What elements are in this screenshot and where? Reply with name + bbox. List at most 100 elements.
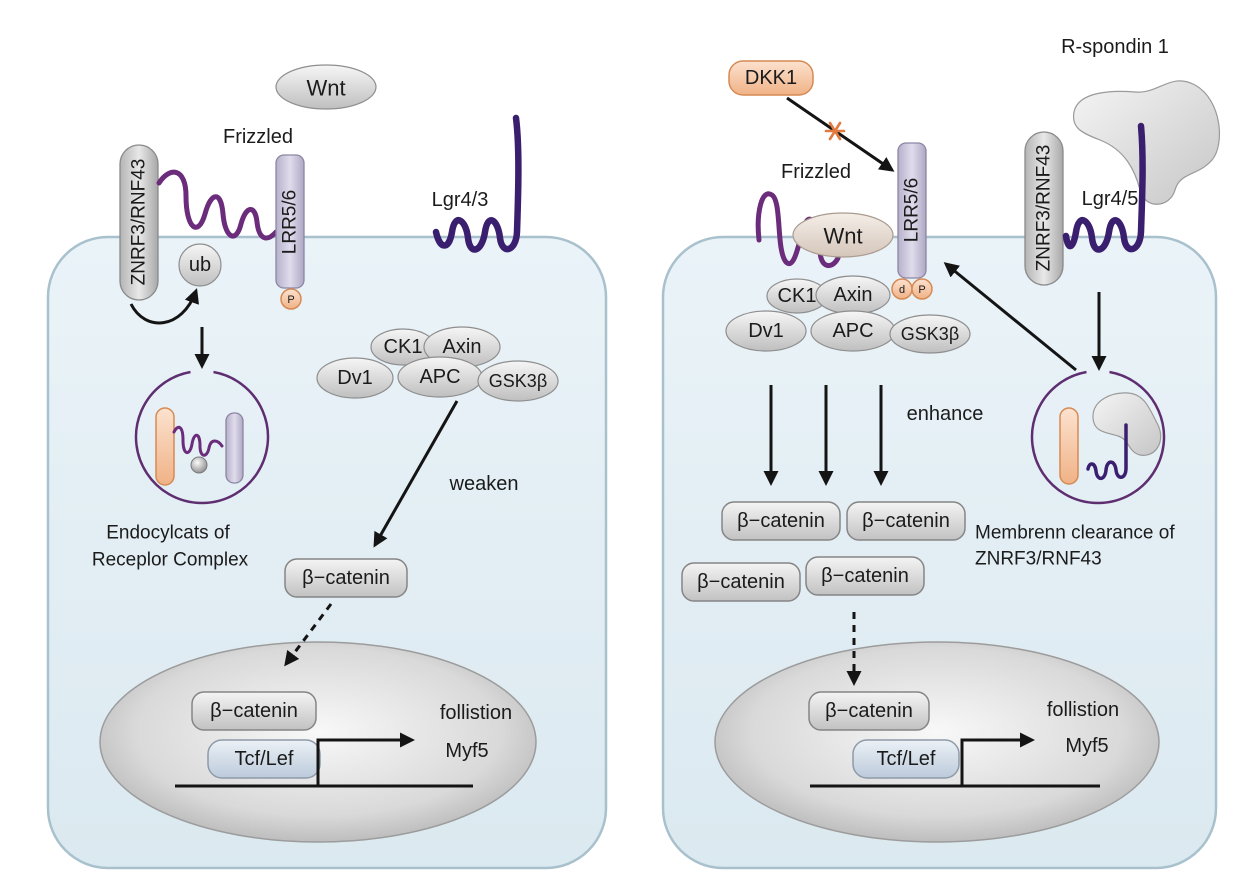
beta-catenin-pill-1 [721,501,841,541]
clearance-to-lrr-arrow [943,262,1077,372]
endocytic-vesicle-left [134,370,270,505]
axin-label: Axin [443,336,482,358]
wnt-oval [275,64,377,110]
znrf3-label: ZNRF3/RNF43 [1034,145,1055,272]
lrr-pill [897,142,927,279]
lrr5-6-coreceptor-right: LRR5/6 [897,142,927,279]
clearance-vesicle-right [1030,370,1166,505]
wnt-ligand-right: Wnt [792,212,894,258]
lrr-pill [275,154,305,289]
target-gene-1: follistion [440,702,512,724]
apc-label: APC [832,320,873,342]
vesicle-ub-ball [190,456,208,474]
tcf-lef-pill [207,739,321,779]
target-gene-2: Myf5 [1065,735,1108,757]
axin-label: Axin [834,284,873,306]
beta-catenin-label-3: β−catenin [697,571,785,593]
tcf-lef-label: Tcf/Lef [877,748,936,770]
phospho-badge-left: P [280,288,302,310]
nuclear-beta-catenin-label: β−catenin [210,700,298,722]
lgr-receptor-left [432,114,522,253]
tcf-lef-label: Tcf/Lef [235,748,294,770]
nuclear-beta-catenin-pill [808,691,930,731]
right-panel: R-spondin 1 DKK1 Frizzled LRR5/6 Wnt d [661,36,1221,870]
complex-to-catenin-arrow [373,400,459,548]
beta-catenin-cytoplasm-right: β−catenin β−catenin β−catenin β−catenin [681,501,966,602]
ck1-label: CK1 [384,336,423,358]
clearance-caption-line2: ZNRF3/RNF43 [975,549,1102,570]
dkk1-inhibitor: DKK1 [728,60,814,96]
frizzled-receptor-left [156,169,279,241]
lgr-receptor-right [1062,122,1146,253]
znrf3-pill [119,144,159,301]
vesicle-frizzled [172,425,224,457]
ub-circle [178,243,222,287]
lgr-label-left: Lgr4/3 [432,189,489,211]
gsk3b-label: GSK3β [489,371,547,391]
vesicle-membrane [134,370,270,505]
dkk1-label: DKK1 [745,67,797,89]
dkk1-inhibition-arrow [786,96,895,172]
vesicle-orange-receptor [155,407,175,486]
znrf3-label: ZNRF3/RNF43 [129,159,150,286]
dkk1-pill [728,60,814,96]
phospho-badges-right: d P [891,278,933,300]
gsk3b-label: GSK3β [901,324,959,344]
beta-catenin-label: β−catenin [302,567,390,589]
wnt-ligand-left: Wnt [275,64,377,110]
gsk3b-oval [477,360,559,402]
endocytosis-caption-line2: Receplor Complex [92,550,249,571]
wnt-label: Wnt [306,76,345,101]
endocytosis-caption-line1: Endocylcats of [106,523,230,544]
dvl-oval [316,357,394,399]
beta-catenin-pill-3 [681,562,801,602]
znrf3-rnf43-receptor-left: ZNRF3/RNF43 [119,144,159,301]
frizzled-label-right: Frizzled [781,161,851,183]
lgr-label-right: Lgr4/5 [1082,188,1139,210]
phospho-circle [280,288,302,310]
phospho-label: P [287,294,294,306]
vesicle-orange-receptor [1059,407,1079,485]
phospho-label-2: P [918,284,925,296]
target-gene-1: follistion [1047,699,1119,721]
beta-catenin-pill-4 [805,556,925,596]
phospho-label-1: d [899,284,905,296]
target-gene-2: Myf5 [445,740,488,762]
transcription-arrow [960,732,1035,786]
dvl-label: Dv1 [337,367,373,389]
dvl-oval [725,310,807,352]
lrr-label: LRR5/6 [902,178,923,242]
beta-catenin-pill [284,558,408,598]
clearance-caption-line1: Membrenn clearance of [975,523,1175,544]
gsk3b-oval [889,314,971,354]
inhibition-mark [824,121,846,141]
beta-catenin-pill-2 [846,501,966,541]
nucleus-contents-left: β−catenin Tcf/Lef follistion Myf5 [175,691,512,788]
nucleus-contents-right: β−catenin Tcf/Lef follistion Myf5 [808,691,1119,788]
nuclear-beta-catenin-label: β−catenin [825,700,913,722]
vesicle-membrane [1030,370,1166,505]
vesicle-lgr [1086,423,1128,481]
beta-catenin-cytoplasm-left: β−catenin [284,558,408,598]
enhance-label: enhance [907,403,984,425]
ub-label: ub [189,254,211,276]
vesicle-lrr-receptor [225,412,244,484]
znrf3-pill [1024,131,1064,286]
frizzled-label-left: Frizzled [223,126,293,148]
ubiquitination-arrow [129,288,199,325]
apc-label: APC [419,366,460,388]
wnt-oval [792,212,894,258]
ubiquitin-left: ub [178,243,222,287]
wnt-label: Wnt [823,224,862,249]
left-panel: Wnt Frizzled ZNRF3/RNF43 LRR5/6 P ub [46,64,608,870]
lrr5-6-coreceptor-left: LRR5/6 [275,154,305,289]
beta-catenin-label-4: β−catenin [821,565,909,587]
phospho-circle-2 [911,278,933,300]
ck1-label: CK1 [778,285,817,307]
transcription-arrow [316,732,415,786]
destruction-complex-right: CK1 Axin Dv1 APC GSK3β [725,275,971,354]
rspondin-ligand [1072,80,1221,205]
rspondin-label: R-spondin 1 [1061,36,1169,58]
nuclear-beta-catenin-pill [191,691,317,731]
